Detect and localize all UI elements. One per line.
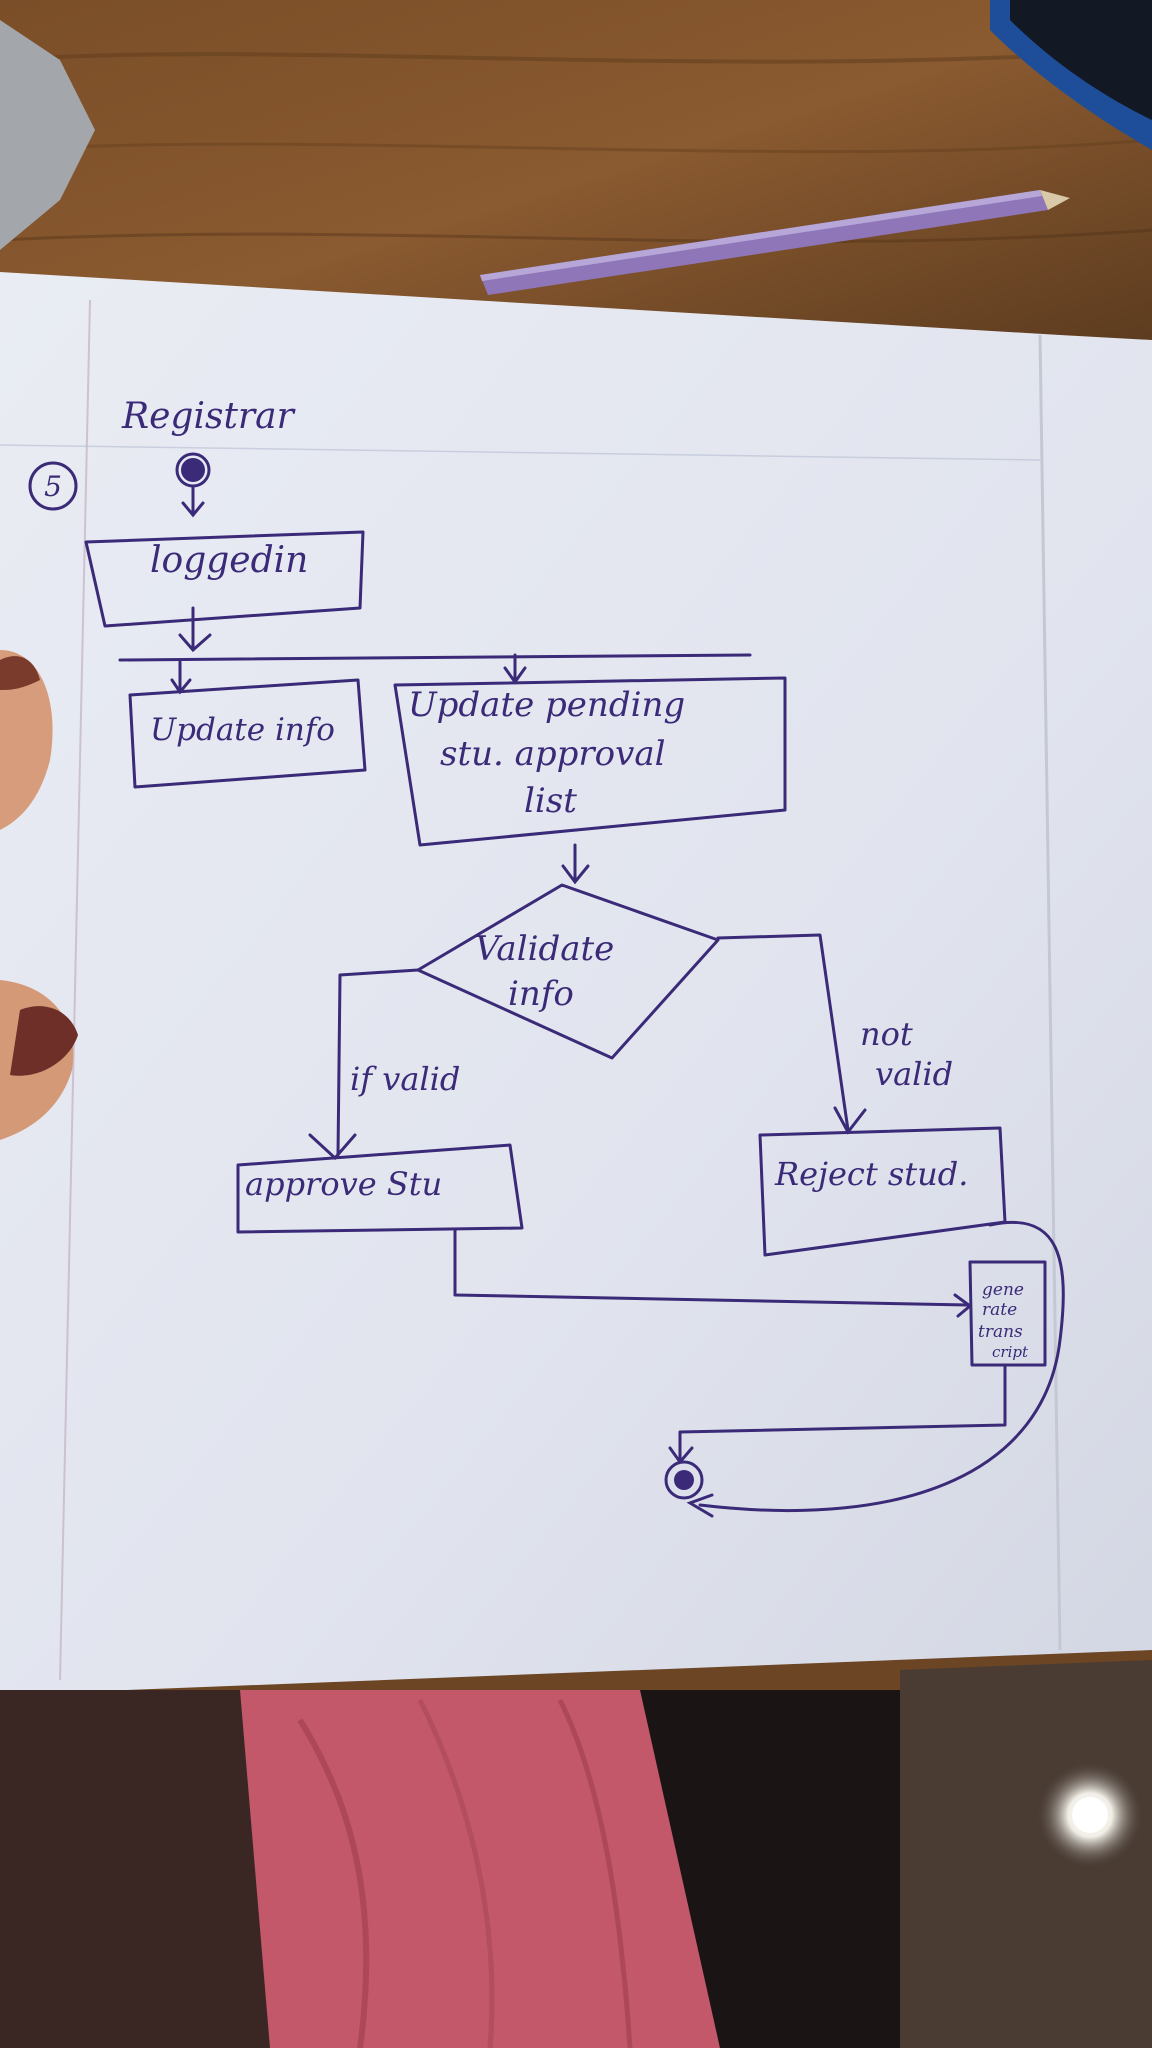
- finger-top: [0, 650, 53, 830]
- not-valid-edge: [716, 933, 850, 1132]
- update-pending-line1: Update pending: [408, 685, 685, 725]
- reject-stud-label: Reject stud.: [774, 1155, 968, 1193]
- logged-in-box: [84, 530, 365, 628]
- generate-to-final-edge: [678, 1363, 1007, 1462]
- activity-diagram: 5 Registrar loggedin Update info Update …: [28, 396, 1065, 1518]
- if-valid-label: if valid: [350, 1060, 460, 1098]
- logged-in-label: loggedin: [150, 540, 308, 581]
- generate-line2: rate: [982, 1300, 1017, 1320]
- fork-bar: [118, 653, 752, 662]
- validate-info-diamond: [416, 883, 720, 1060]
- generate-line4: cript: [992, 1343, 1029, 1361]
- pencil: [480, 190, 1070, 295]
- generate-line1: gene: [982, 1280, 1024, 1300]
- if-valid-edge: [336, 968, 420, 1157]
- not-valid-line1: not: [860, 1015, 913, 1053]
- reject-to-final-edge: [698, 1220, 1065, 1512]
- section-number: 5: [44, 470, 62, 503]
- not-valid-line2: valid: [875, 1055, 953, 1093]
- update-pending-line3: list: [524, 781, 577, 821]
- section-number-circle: [28, 461, 78, 511]
- update-info-label: Update info: [150, 712, 335, 748]
- laptop-corner: [0, 20, 95, 250]
- approve-stu-box: [236, 1143, 524, 1234]
- validate-line1: Validate: [475, 929, 614, 969]
- update-info-box: [128, 678, 367, 789]
- validate-line2: info: [508, 974, 574, 1014]
- generate-transcript-box: [968, 1260, 1047, 1367]
- final-node: [664, 1460, 704, 1500]
- generate-line3: trans: [978, 1322, 1023, 1342]
- approve-stu-label: approve Stu: [245, 1165, 442, 1203]
- approve-to-generate-edge: [453, 1228, 970, 1307]
- notebook-page: [0, 272, 1152, 1695]
- actor-label: Registrar: [121, 396, 296, 437]
- update-pending-line2: stu. approval: [440, 734, 666, 774]
- initial-node: [181, 458, 205, 482]
- update-pending-box: [393, 676, 787, 847]
